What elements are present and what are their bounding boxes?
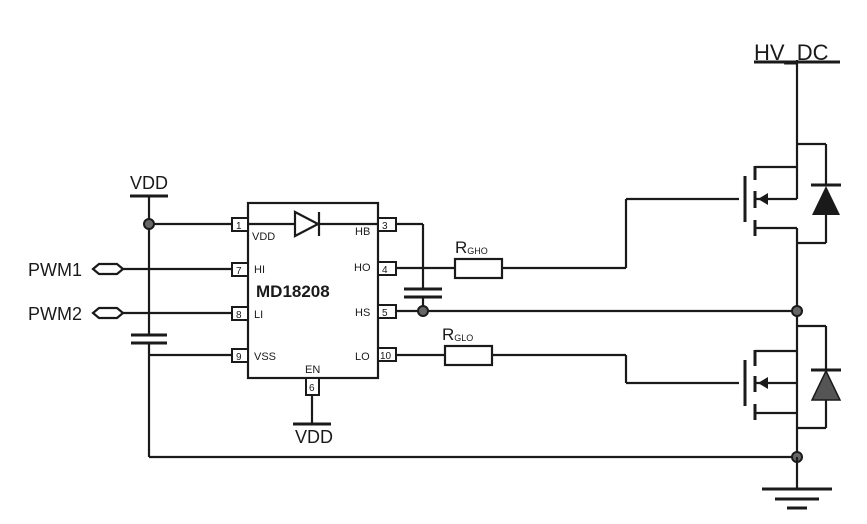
resistor-rglo-label: RGLO <box>442 325 473 344</box>
en-vdd-wire <box>293 395 331 426</box>
pin-8-number: 8 <box>236 310 242 321</box>
pin-7-box <box>231 262 249 277</box>
pin-3-number: 3 <box>382 221 388 232</box>
pin-label-li: LI <box>254 309 263 321</box>
pin-label-lo: LO <box>355 351 370 363</box>
pin-label-hs: HS <box>355 307 370 319</box>
net-label-vdd-bottom: VDD <box>295 427 333 447</box>
pin-9-number: 9 <box>236 352 242 363</box>
pin-label-hb: HB <box>355 226 370 238</box>
pwm2-input <box>91 306 232 320</box>
pin-label-hi: HI <box>254 264 265 276</box>
net-label-pwm1: PWM1 <box>28 260 82 280</box>
high-side-mosfet <box>743 60 841 457</box>
resistor-rgho-label: RGHO <box>455 238 488 257</box>
net-label-pwm2: PWM2 <box>28 304 82 324</box>
pwm1-input <box>91 262 232 276</box>
junction-hs-cap <box>417 305 429 317</box>
pin-1-number: 1 <box>236 221 242 232</box>
pin-label-vss: VSS <box>254 351 276 363</box>
pin-8-box <box>231 306 249 321</box>
bootstrap-diode <box>248 210 378 238</box>
pin-label-en: EN <box>305 364 320 376</box>
pin-5-number: 5 <box>382 308 388 319</box>
lo-gate-path <box>396 344 739 385</box>
junction-vdd <box>143 218 155 230</box>
pin-4-number: 4 <box>382 265 388 276</box>
vdd-rail-left <box>130 194 232 335</box>
pin-10-number: 10 <box>380 351 392 362</box>
ground-icon <box>762 457 832 510</box>
ic-body <box>246 201 380 380</box>
pin-9-box <box>231 348 249 363</box>
net-label-hv-dc: HV_DC <box>754 40 829 65</box>
pin-label-ho: HO <box>354 262 371 274</box>
ho-gate-path <box>396 197 739 280</box>
bootstrap-capacitor <box>396 222 442 311</box>
bypass-capacitor-left <box>131 333 167 457</box>
pin-1-box <box>231 217 249 232</box>
pin-label-vdd: VDD <box>252 231 275 243</box>
ic-part-number: MD18208 <box>256 282 330 301</box>
pin-6-number: 6 <box>309 383 315 394</box>
low-side-mosfet <box>743 324 842 430</box>
vss-wire <box>149 353 797 459</box>
junction-switch-node <box>791 305 803 317</box>
pin-7-number: 7 <box>236 266 242 277</box>
net-label-vdd-top: VDD <box>130 173 168 193</box>
